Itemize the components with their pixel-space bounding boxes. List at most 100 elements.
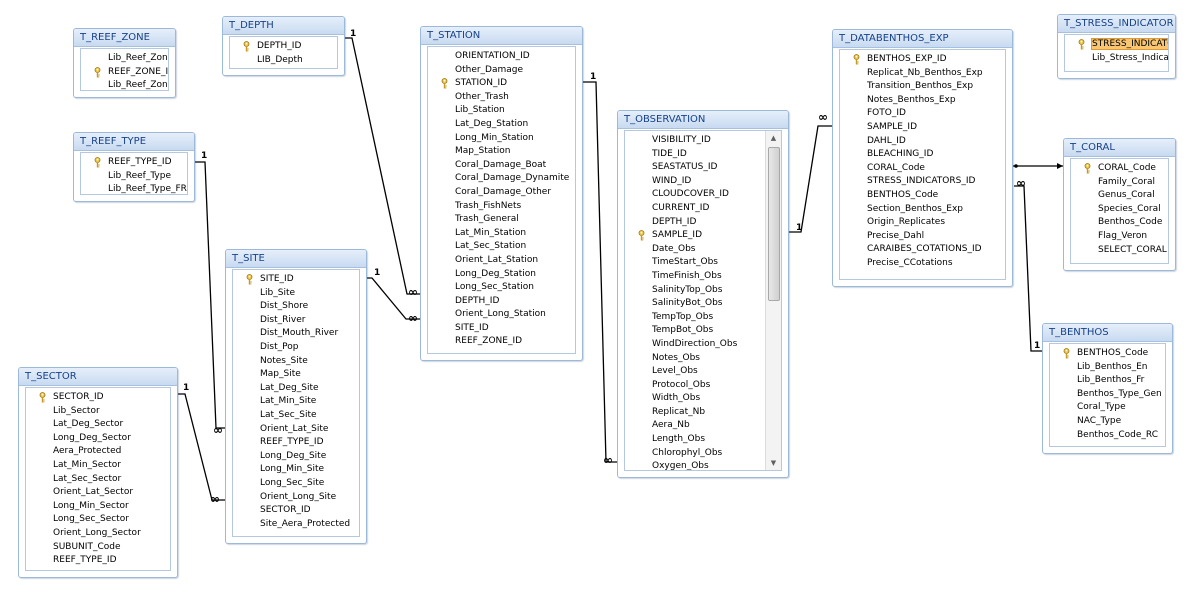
field-item[interactable]: Oxygen_Obs — [625, 460, 781, 470]
primary-key-field[interactable]: SITE_ID — [233, 273, 359, 287]
field-item[interactable]: Map_Station — [428, 145, 575, 159]
field-item[interactable]: REEF_ZONE_ID — [428, 335, 575, 349]
field-item[interactable]: CURRENT_ID — [625, 202, 781, 216]
field-item[interactable]: Coral_Damage_Boat — [428, 159, 575, 173]
field-item[interactable]: Date_Obs — [625, 243, 781, 257]
field-item[interactable]: SalinityTop_Obs — [625, 284, 781, 298]
table-title[interactable]: T_STATION — [421, 27, 582, 45]
primary-key-field[interactable]: SECTOR_ID — [26, 391, 170, 405]
relationship-line[interactable] — [583, 81, 617, 463]
rel-reeftype-site[interactable]: 1∞ — [195, 151, 225, 437]
rel-station-observation[interactable]: 1∞ — [583, 72, 617, 467]
field-item[interactable]: Lat_Sec_Sector — [26, 473, 170, 487]
field-item[interactable]: LIB_Depth — [230, 54, 337, 68]
field-item[interactable]: Trash_FishNets — [428, 200, 575, 214]
relationship-line[interactable] — [345, 37, 420, 295]
relationship-line[interactable] — [178, 393, 225, 501]
field-item[interactable]: Width_Obs — [625, 392, 781, 406]
field-item[interactable]: Coral_Type — [1050, 401, 1165, 415]
field-item[interactable]: TIDE_ID — [625, 148, 781, 162]
field-item[interactable]: Family_Coral — [1071, 176, 1168, 190]
table-title[interactable]: T_CORAL — [1064, 139, 1175, 157]
primary-key-field[interactable]: STRESS_INDICATOR — [1065, 38, 1168, 52]
field-item[interactable]: DEPTH_ID — [428, 295, 575, 309]
table-title[interactable]: T_DEPTH — [223, 17, 344, 35]
field-item[interactable]: Coral_Damage_Dynamite — [428, 172, 575, 186]
scroll-up-arrow-icon[interactable]: ▲ — [770, 134, 777, 142]
field-item[interactable]: Flag_Veron — [1071, 230, 1168, 244]
field-item[interactable]: Aera_Protected — [26, 445, 170, 459]
field-item[interactable]: Orient_Lat_Sector — [26, 486, 170, 500]
field-item[interactable]: Long_Sec_Station — [428, 281, 575, 295]
table-title[interactable]: T_OBSERVATION — [618, 111, 788, 129]
field-item[interactable]: Site_Aera_Protected — [233, 518, 359, 532]
primary-key-field[interactable]: SAMPLE_ID — [625, 229, 781, 243]
field-item[interactable]: Notes_Obs — [625, 352, 781, 366]
field-item[interactable]: CLOUDCOVER_ID — [625, 188, 781, 202]
field-item[interactable]: Lib_Benthos_Fr — [1050, 374, 1165, 388]
field-item[interactable]: Replicat_Nb — [625, 406, 781, 420]
field-item[interactable]: TimeStart_Obs — [625, 256, 781, 270]
field-item[interactable]: Benthos_Type_Gen — [1050, 388, 1165, 402]
field-item[interactable]: Lib_Reef_Zone_Fr — [81, 52, 168, 66]
field-item[interactable]: Long_Min_Site — [233, 463, 359, 477]
primary-key-field[interactable]: CORAL_Code — [1071, 162, 1168, 176]
field-item[interactable]: Orient_Long_Station — [428, 308, 575, 322]
rel-observation-databenthos[interactable]: 1∞ — [789, 110, 832, 233]
field-item[interactable]: Lat_Deg_Station — [428, 118, 575, 132]
field-item[interactable]: Notes_Site — [233, 355, 359, 369]
field-item[interactable]: Dist_River — [233, 314, 359, 328]
field-item[interactable]: Long_Sec_Site — [233, 477, 359, 491]
table-t-reef-zone[interactable]: T_REEF_ZONELib_Reef_Zone_FrREEF_ZONE_IDL… — [73, 28, 176, 98]
field-item[interactable]: Long_Deg_Station — [428, 268, 575, 282]
vertical-scrollbar[interactable]: ▲▼ — [765, 131, 781, 470]
primary-key-field[interactable]: REEF_TYPE_ID — [81, 156, 187, 170]
field-item[interactable]: Protocol_Obs — [625, 379, 781, 393]
field-item[interactable]: Orient_Long_Site — [233, 491, 359, 505]
scroll-thumb[interactable] — [768, 147, 780, 301]
field-item[interactable]: BLEACHING_ID — [840, 148, 1005, 162]
field-item[interactable]: Precise_Dahl — [840, 230, 1005, 244]
field-item[interactable]: Lat_Sec_Site — [233, 409, 359, 423]
primary-key-field[interactable]: BENTHOS_EXP_ID — [840, 53, 1005, 67]
table-t-stress-indicator[interactable]: T_STRESS_INDICATORSTRESS_INDICATORLib_St… — [1057, 14, 1176, 79]
field-item[interactable]: Replicat_Nb_Benthos_Exp — [840, 67, 1005, 81]
field-item[interactable]: Lib_Station — [428, 104, 575, 118]
field-item[interactable]: Lib_Benthos_En — [1050, 361, 1165, 375]
field-item[interactable]: Lib_Reef_Type — [81, 170, 187, 184]
field-item[interactable]: Benthos_Code_RC — [1050, 429, 1165, 443]
field-item[interactable]: Long_Min_Station — [428, 132, 575, 146]
field-item[interactable]: Lib_Sector — [26, 405, 170, 419]
field-item[interactable]: Long_Min_Sector — [26, 500, 170, 514]
table-title[interactable]: T_BENTHOS — [1043, 324, 1172, 342]
field-item[interactable]: Level_Obs — [625, 365, 781, 379]
field-item[interactable]: TimeFinish_Obs — [625, 270, 781, 284]
field-item[interactable]: DAHL_ID — [840, 135, 1005, 149]
field-item[interactable]: Precise_CCotations — [840, 257, 1005, 271]
relationship-line[interactable] — [367, 277, 420, 320]
rel-depth-station[interactable]: 1∞ — [345, 29, 420, 299]
field-item[interactable]: Dist_Pop — [233, 341, 359, 355]
relationship-line[interactable] — [195, 161, 225, 429]
field-item[interactable]: SEASTATUS_ID — [625, 161, 781, 175]
field-item[interactable]: Trash_General — [428, 213, 575, 227]
field-item[interactable]: WindDirection_Obs — [625, 338, 781, 352]
field-item[interactable]: SITE_ID — [428, 322, 575, 336]
field-item[interactable]: Length_Obs — [625, 433, 781, 447]
field-item[interactable]: REEF_TYPE_ID — [26, 554, 170, 568]
field-item[interactable]: FOTO_ID — [840, 107, 1005, 121]
table-title[interactable]: T_DATABENTHOS_EXP — [833, 30, 1012, 48]
field-item[interactable]: Notes_Benthos_Exp — [840, 94, 1005, 108]
field-item[interactable]: SUBUNIT_Code — [26, 541, 170, 555]
field-list[interactable]: Lib_Reef_Zone_FrREEF_ZONE_IDLib_Reef_Zon… — [80, 48, 169, 91]
field-item[interactable]: ORIENTATION_ID — [428, 50, 575, 64]
primary-key-field[interactable]: DEPTH_ID — [230, 40, 337, 54]
